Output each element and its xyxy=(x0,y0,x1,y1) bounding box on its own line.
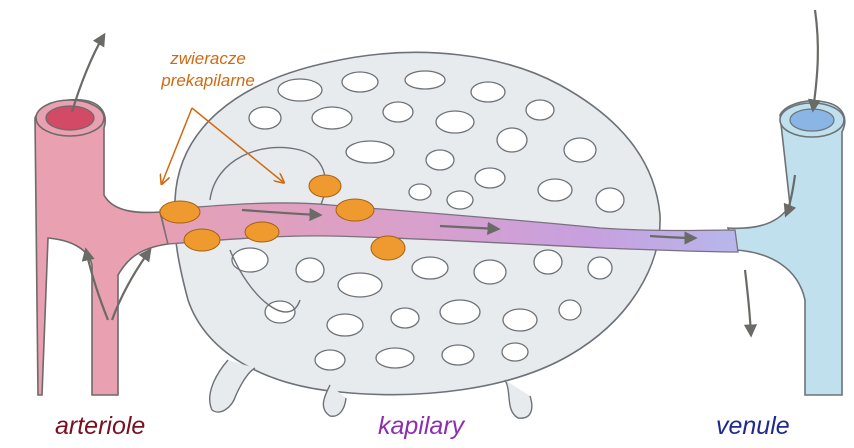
sphincter xyxy=(160,201,200,223)
sphincter xyxy=(309,175,341,197)
kapilary-label: kapilary xyxy=(378,412,464,441)
venule-label: venule xyxy=(716,412,790,441)
sphincter xyxy=(336,199,374,221)
arteriole-vessel xyxy=(35,100,168,395)
arrow-icon xyxy=(813,10,818,110)
sphincter xyxy=(371,236,405,260)
sphincter xyxy=(184,229,220,251)
arrow-icon xyxy=(745,270,751,335)
arteriole-label: arteriole xyxy=(55,412,145,441)
annotation-line-2: prekapilarne xyxy=(138,70,278,92)
sphincter xyxy=(245,222,279,242)
annotation-line-1: zwieracze xyxy=(138,48,278,70)
venule-vessel xyxy=(728,101,845,395)
precapillary-sphincters-label: zwieracze prekapilarne xyxy=(138,48,278,92)
